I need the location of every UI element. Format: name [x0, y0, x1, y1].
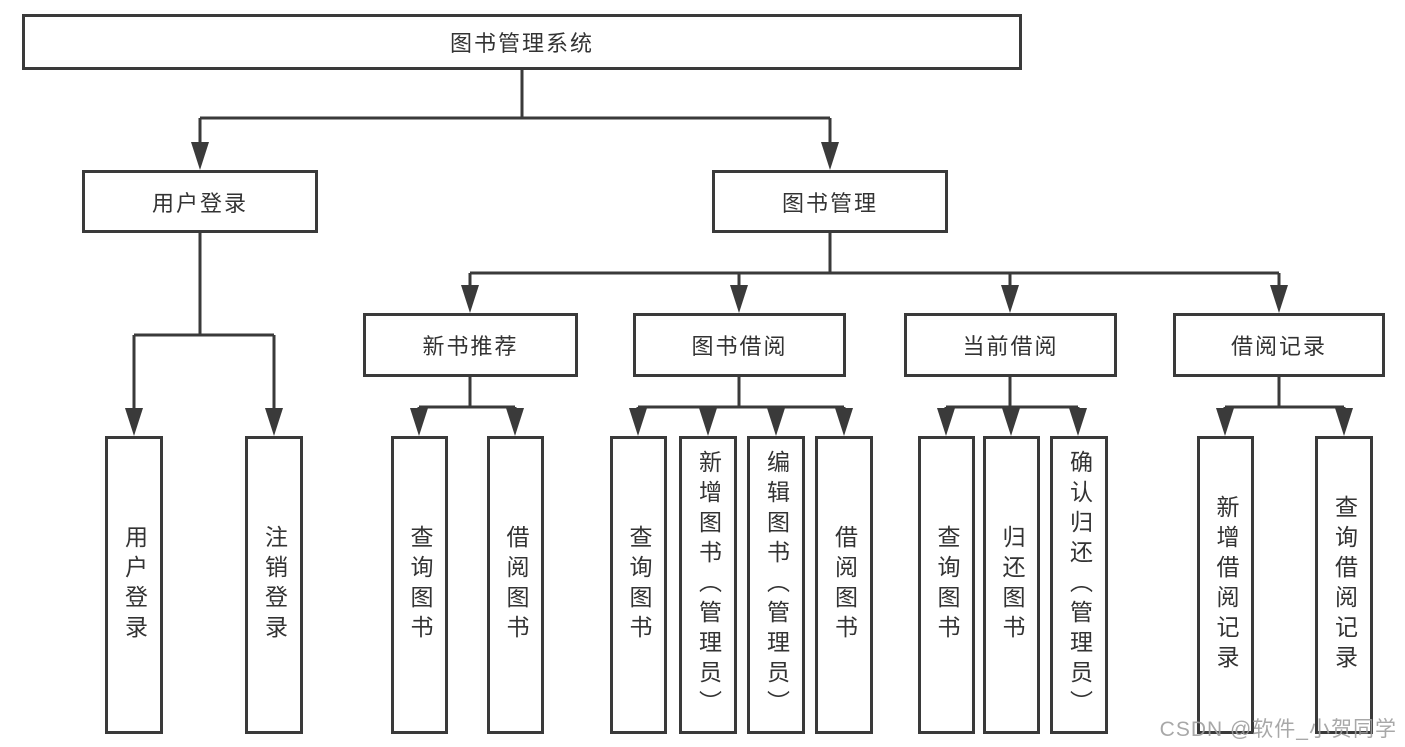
leaf-borrow-books-label: 借阅图书 — [831, 525, 858, 645]
leaf-logout-label: 注销登录 — [261, 525, 288, 645]
node-root: 图书管理系统 — [22, 14, 1022, 70]
leaf-query-books-recommend: 查询图书 — [391, 436, 448, 734]
leaf-query-books-current-label: 查询图书 — [934, 525, 960, 645]
leaf-confirm-return-admin: 确认归还（管理员） — [1050, 436, 1108, 734]
leaf-add-books-admin: 新增图书（管理员） — [679, 436, 737, 734]
leaf-add-borrow-record: 新增借阅记录 — [1197, 436, 1254, 734]
leaf-add-borrow-record-label: 新增借阅记录 — [1213, 495, 1239, 675]
leaf-query-borrow-record-label: 查询借阅记录 — [1331, 495, 1358, 675]
node-book-management-label: 图书管理 — [781, 190, 878, 216]
leaf-confirm-return-admin-label: 确认归还（管理员） — [1066, 450, 1093, 720]
node-book-management: 图书管理 — [712, 170, 948, 233]
leaf-query-borrow-record: 查询借阅记录 — [1315, 436, 1373, 734]
leaf-return-books-label: 归还图书 — [999, 525, 1025, 645]
node-book-borrow: 图书借阅 — [633, 313, 846, 377]
node-book-borrow-label: 图书借阅 — [691, 334, 788, 359]
node-current-borrow-label: 当前借阅 — [962, 334, 1059, 359]
leaf-borrow-books: 借阅图书 — [815, 436, 873, 734]
leaf-user-login: 用户登录 — [105, 436, 163, 734]
node-borrow-records: 借阅记录 — [1173, 313, 1385, 377]
node-current-borrow: 当前借阅 — [904, 313, 1117, 377]
leaf-logout: 注销登录 — [245, 436, 303, 734]
node-user-login: 用户登录 — [82, 170, 318, 233]
node-new-book-recommend-label: 新书推荐 — [422, 334, 519, 359]
leaf-query-books-borrow-label: 查询图书 — [626, 525, 652, 645]
leaf-borrow-books-recommend: 借阅图书 — [487, 436, 544, 734]
leaf-return-books: 归还图书 — [983, 436, 1040, 734]
leaf-add-books-admin-label: 新增图书（管理员） — [695, 450, 722, 720]
node-new-book-recommend: 新书推荐 — [363, 313, 578, 377]
arrowheads — [125, 142, 1353, 436]
leaf-edit-books-admin: 编辑图书（管理员） — [747, 436, 805, 734]
leaf-query-books-current: 查询图书 — [918, 436, 975, 734]
node-user-login-label: 用户登录 — [151, 190, 248, 216]
leaf-borrow-books-recommend-label: 借阅图书 — [503, 525, 529, 645]
csdn-watermark: CSDN @软件_小贺同学 — [1159, 718, 1397, 741]
leaf-query-books-recommend-label: 查询图书 — [407, 525, 433, 645]
leaf-edit-books-admin-label: 编辑图书（管理员） — [763, 450, 790, 720]
node-borrow-records-label: 借阅记录 — [1230, 334, 1327, 359]
connector-strokes — [132, 68, 1346, 411]
leaf-query-books-borrow: 查询图书 — [610, 436, 667, 734]
leaf-user-login-label: 用户登录 — [121, 525, 148, 645]
node-root-label: 图书管理系统 — [449, 31, 594, 56]
